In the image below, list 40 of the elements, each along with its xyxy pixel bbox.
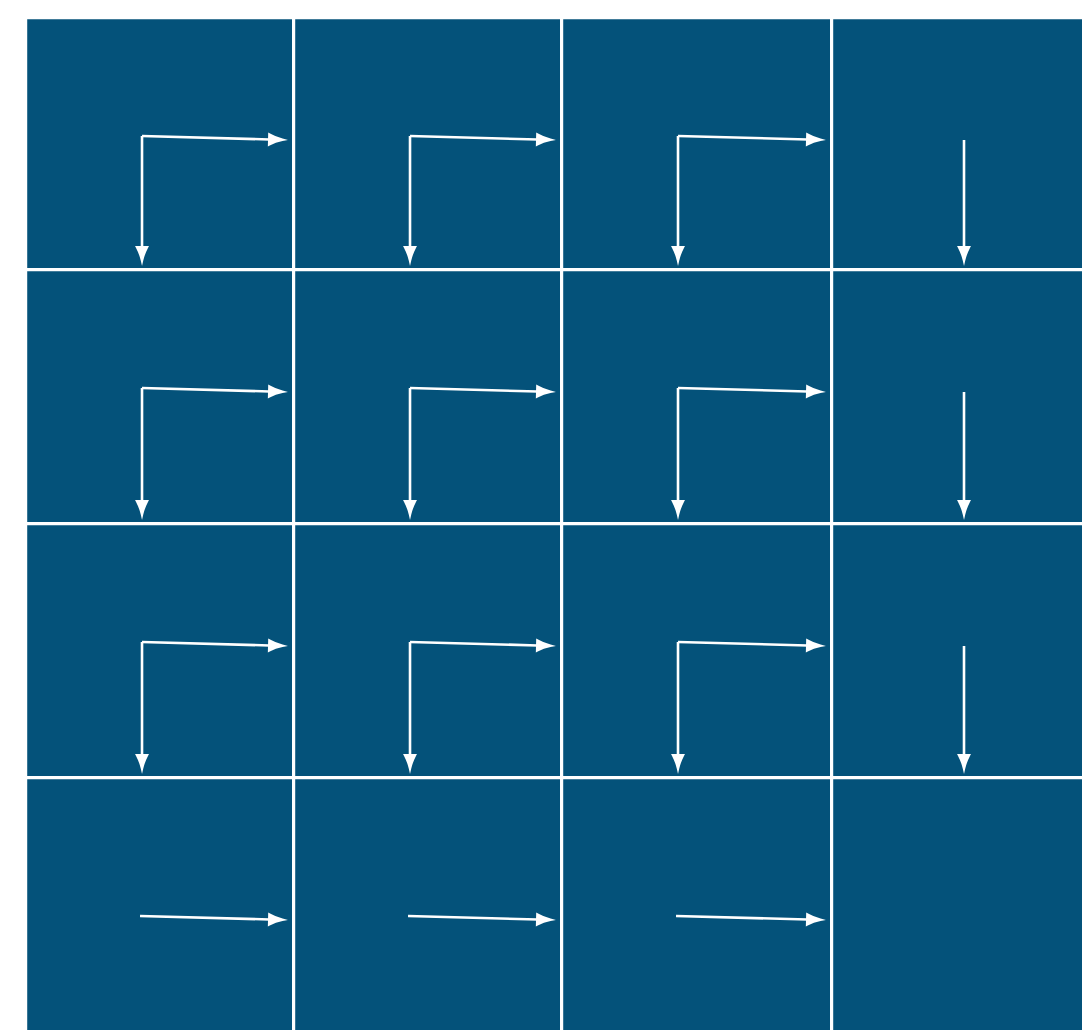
- grid-cell: [830, 522, 1082, 780]
- arrow: [141, 133, 284, 146]
- grid-cell: [292, 776, 564, 1030]
- arrow: [675, 913, 822, 926]
- grid-cell: [292, 268, 564, 526]
- arrow: [409, 385, 552, 398]
- arrow: [135, 388, 149, 516]
- grid-cell: [560, 16, 834, 272]
- arrow: [671, 136, 685, 262]
- arrow: [677, 385, 822, 398]
- arrow: [139, 913, 284, 926]
- arrow: [671, 642, 685, 770]
- grid-cell: [830, 16, 1082, 272]
- grid-cell: [560, 268, 834, 526]
- grid-cell: [24, 776, 296, 1030]
- arrow: [403, 388, 417, 516]
- arrow: [141, 385, 284, 398]
- arrow: [671, 388, 685, 516]
- arrow: [957, 392, 971, 516]
- grid-cell: [24, 16, 296, 272]
- arrow: [677, 639, 822, 652]
- arrow: [407, 913, 552, 926]
- arrow: [135, 642, 149, 770]
- grid-cell: [560, 776, 834, 1030]
- arrow: [957, 140, 971, 262]
- arrow: [409, 133, 552, 146]
- arrow: [403, 136, 417, 262]
- grid-cell: [24, 522, 296, 780]
- arrow: [677, 133, 822, 146]
- grid-cell: [292, 522, 564, 780]
- grid-cell: [830, 268, 1082, 526]
- arrow: [403, 642, 417, 770]
- grid-cell: [560, 522, 834, 780]
- arrow: [957, 646, 971, 770]
- grid-cell: [830, 776, 1082, 1030]
- arrow: [409, 639, 552, 652]
- grid-cell: [292, 16, 564, 272]
- arrow: [141, 639, 284, 652]
- grid-cell: [24, 268, 296, 526]
- arrow: [135, 136, 149, 262]
